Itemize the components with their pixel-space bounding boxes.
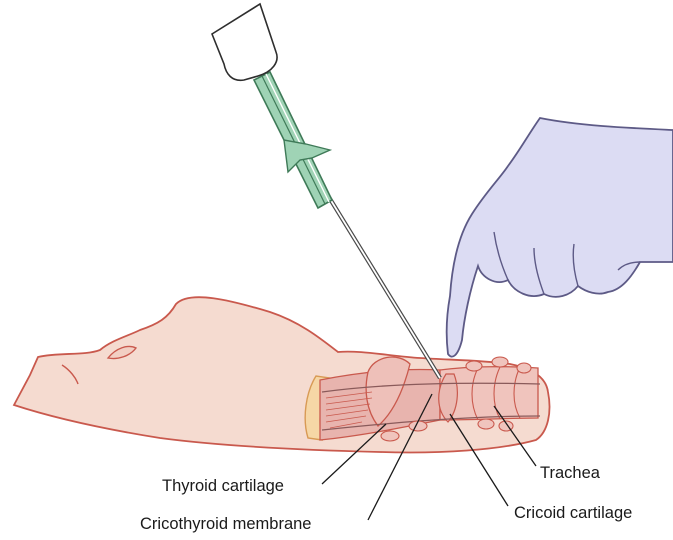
label-cricoid-cartilage: Cricoid cartilage [514, 504, 632, 522]
catheter [254, 72, 332, 208]
gloved-hand [447, 118, 673, 357]
label-thyroid-cartilage: Thyroid cartilage [162, 477, 284, 495]
label-cricothyroid-membrane: Cricothyroid membrane [140, 515, 311, 533]
label-trachea: Trachea [540, 464, 601, 482]
syringe-barrel [212, 4, 277, 80]
